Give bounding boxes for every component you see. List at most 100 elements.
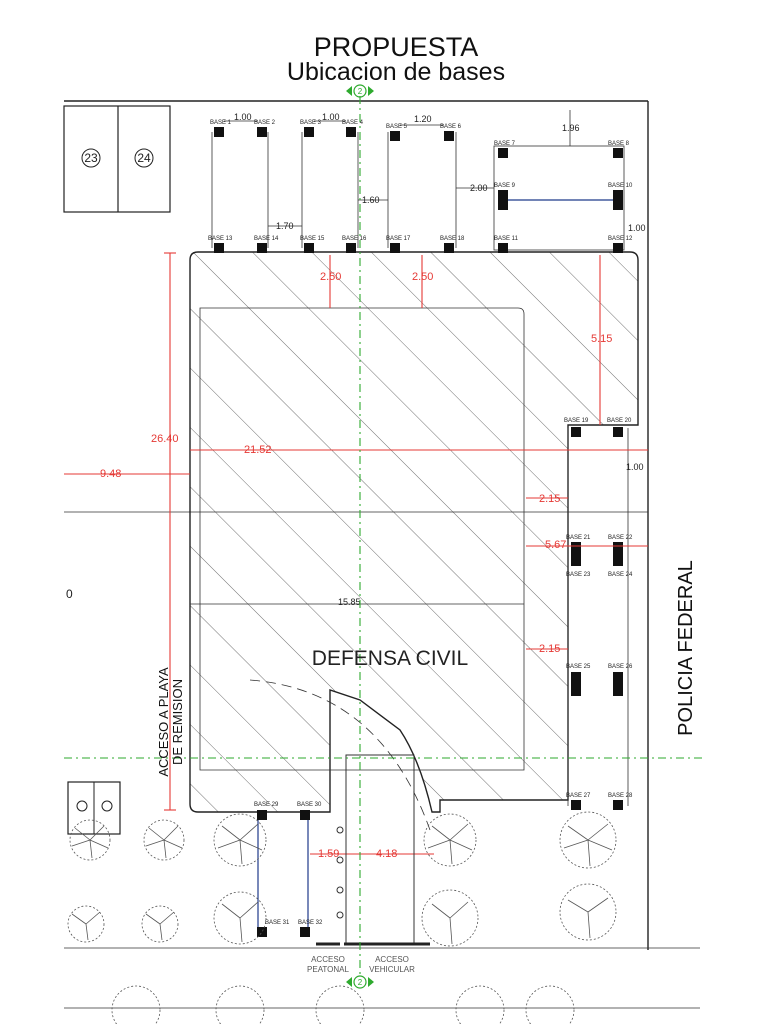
base-label: BASE 18 bbox=[440, 236, 465, 242]
dim-label: 1.00 bbox=[322, 112, 340, 122]
dim-label: 1.00 bbox=[628, 223, 646, 233]
axis-marker-bottom: 2 bbox=[346, 975, 374, 989]
drawing-title: PROPUESTA bbox=[314, 32, 479, 62]
trees bbox=[67, 811, 617, 1024]
tree-symbol bbox=[213, 813, 267, 867]
upper-frames bbox=[211, 132, 629, 935]
side-label-line-2: DE REMISION bbox=[170, 679, 185, 765]
neighbour-lots: 23 24 bbox=[63, 105, 171, 835]
dim-label: 1.20 bbox=[414, 114, 432, 124]
base-labels: BASE 1 BASE 2 BASE 3 BASE 4 BASE 5 BASE … bbox=[208, 120, 633, 926]
base-marker bbox=[613, 672, 623, 696]
tree-symbol bbox=[141, 905, 179, 943]
tree-symbol bbox=[315, 985, 365, 1024]
base-label: BASE 14 bbox=[254, 236, 279, 242]
dim-label: 1.60 bbox=[362, 195, 380, 205]
tree-symbol bbox=[525, 985, 575, 1024]
access-pedestrian-label: ACCESO bbox=[311, 955, 345, 964]
base-marker bbox=[300, 810, 310, 820]
dim-overall-height: 26.40 bbox=[151, 433, 179, 445]
tree-symbol bbox=[67, 905, 105, 943]
building-label: DEFENSA CIVIL bbox=[312, 647, 468, 670]
street-label: POLICIA FEDERAL bbox=[675, 560, 697, 736]
dim-label: 15.85 bbox=[338, 597, 361, 607]
dim-label: 1.00 bbox=[234, 112, 252, 122]
tree-symbol bbox=[69, 819, 111, 861]
black-dimensions: 1.00 1.00 1.20 1.96 1.70 1.60 2.00 1.00 … bbox=[224, 110, 646, 607]
left-fragment-label: 0 bbox=[66, 587, 73, 601]
base-label: BASE 23 bbox=[566, 572, 591, 578]
base-marker bbox=[613, 190, 623, 210]
dim-offset: 5.67 bbox=[545, 539, 566, 551]
base-label: BASE 1 bbox=[210, 120, 232, 126]
base-marker bbox=[444, 131, 454, 141]
base-label: BASE 31 bbox=[265, 920, 290, 926]
tree-symbol bbox=[455, 985, 505, 1024]
red-dimensions: 26.40 21.52 9.48 2.50 2.50 5.15 2.15 5.6… bbox=[64, 252, 648, 860]
base-label: BASE 24 bbox=[608, 572, 633, 578]
base-label: BASE 9 bbox=[494, 183, 516, 189]
access-vehicle-label: VEHICULAR bbox=[369, 965, 415, 974]
base-marker bbox=[346, 243, 356, 253]
base-label: BASE 13 bbox=[208, 236, 233, 242]
base-label: BASE 30 bbox=[297, 802, 322, 808]
dim-access: 4.18 bbox=[376, 848, 397, 860]
base-group bbox=[214, 127, 623, 937]
dim-access: 1.59 bbox=[318, 848, 339, 860]
tree-symbol bbox=[559, 811, 617, 869]
dim-label: 1.00 bbox=[626, 462, 644, 472]
base-label: BASE 20 bbox=[607, 418, 632, 424]
tree-symbol bbox=[421, 889, 479, 947]
dim-side-gap: 5.15 bbox=[591, 333, 612, 345]
base-label: BASE 8 bbox=[608, 141, 630, 147]
base-label: BASE 25 bbox=[566, 664, 591, 670]
side-label-line-1: ACCESO A PLAYA bbox=[156, 667, 171, 777]
base-marker bbox=[300, 927, 310, 937]
dim-label: 1.70 bbox=[276, 221, 294, 231]
building-footprint bbox=[189, 251, 639, 831]
base-label: BASE 16 bbox=[342, 236, 367, 242]
tree-symbol bbox=[423, 813, 477, 867]
base-label: BASE 21 bbox=[566, 535, 591, 541]
base-label: BASE 11 bbox=[494, 236, 519, 242]
dim-label: 2.00 bbox=[470, 183, 488, 193]
base-marker bbox=[257, 243, 267, 253]
base-marker bbox=[498, 243, 508, 253]
dim-label: 1.96 bbox=[562, 123, 580, 133]
base-marker bbox=[214, 127, 224, 137]
base-marker bbox=[304, 127, 314, 137]
axis-marker-label: 2 bbox=[358, 87, 363, 96]
base-marker bbox=[613, 148, 623, 158]
drawing-subtitle: Ubicacion de bases bbox=[287, 58, 505, 86]
access-pedestrian-label: PEATONAL bbox=[307, 965, 349, 974]
base-marker bbox=[571, 427, 581, 437]
base-marker bbox=[498, 190, 508, 210]
base-marker bbox=[346, 127, 356, 137]
base-marker bbox=[304, 243, 314, 253]
tree-symbol bbox=[213, 891, 267, 945]
base-label: BASE 2 bbox=[254, 120, 276, 126]
base-marker bbox=[444, 243, 454, 253]
dim-setback: 2.50 bbox=[320, 271, 341, 283]
base-marker bbox=[571, 672, 581, 696]
tree-symbol bbox=[143, 819, 185, 861]
base-label: BASE 7 bbox=[494, 141, 516, 147]
base-label: BASE 28 bbox=[608, 793, 633, 799]
base-marker bbox=[613, 427, 623, 437]
base-marker bbox=[613, 243, 623, 253]
dim-setback: 2.50 bbox=[412, 271, 433, 283]
dim-overall-width: 21.52 bbox=[244, 444, 272, 456]
tree-symbol bbox=[215, 985, 265, 1024]
base-label: BASE 29 bbox=[254, 802, 279, 808]
axis-marker-top: 2 bbox=[346, 84, 374, 98]
dim-left-margin: 9.48 bbox=[100, 468, 121, 480]
base-label: BASE 32 bbox=[298, 920, 323, 926]
base-marker bbox=[257, 810, 267, 820]
base-marker bbox=[498, 148, 508, 158]
lot-number: 23 bbox=[84, 151, 98, 165]
base-label: BASE 19 bbox=[564, 418, 589, 424]
base-label: BASE 4 bbox=[342, 120, 364, 126]
base-marker bbox=[571, 800, 581, 810]
access-area bbox=[316, 754, 430, 946]
